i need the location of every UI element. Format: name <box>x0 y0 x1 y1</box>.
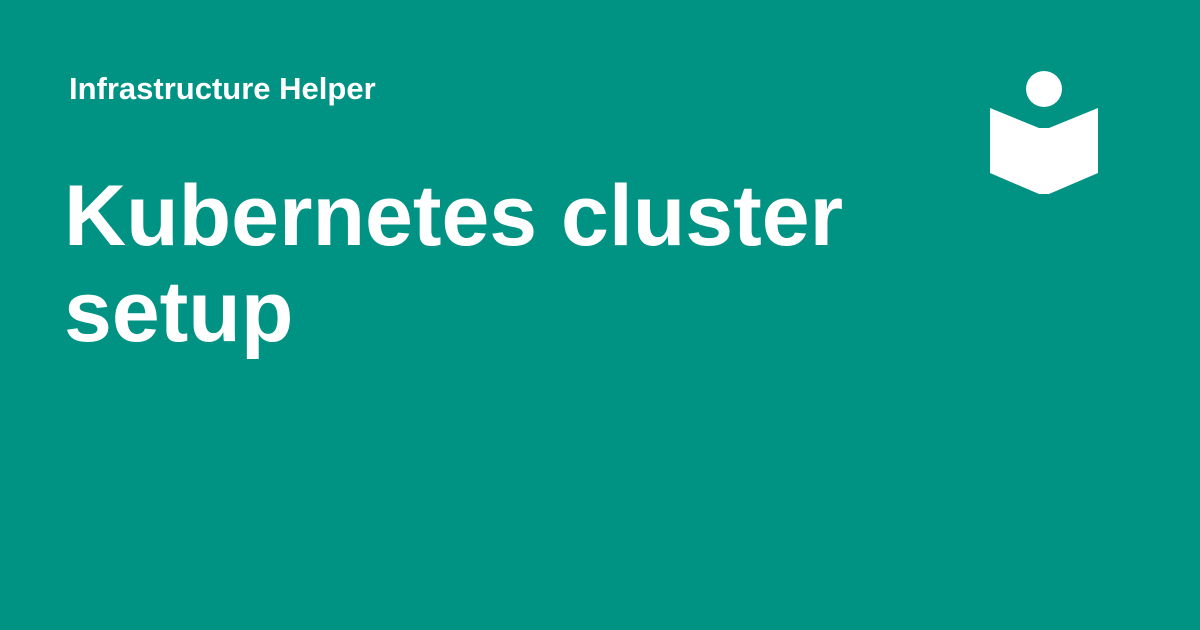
reader-head-shape <box>1026 71 1062 107</box>
article-title: Kubernetes cluster setup <box>64 168 844 360</box>
site-name: Infrastructure Helper <box>69 71 376 106</box>
open-book-shape <box>990 108 1098 194</box>
book-reader-icon <box>990 71 1098 194</box>
